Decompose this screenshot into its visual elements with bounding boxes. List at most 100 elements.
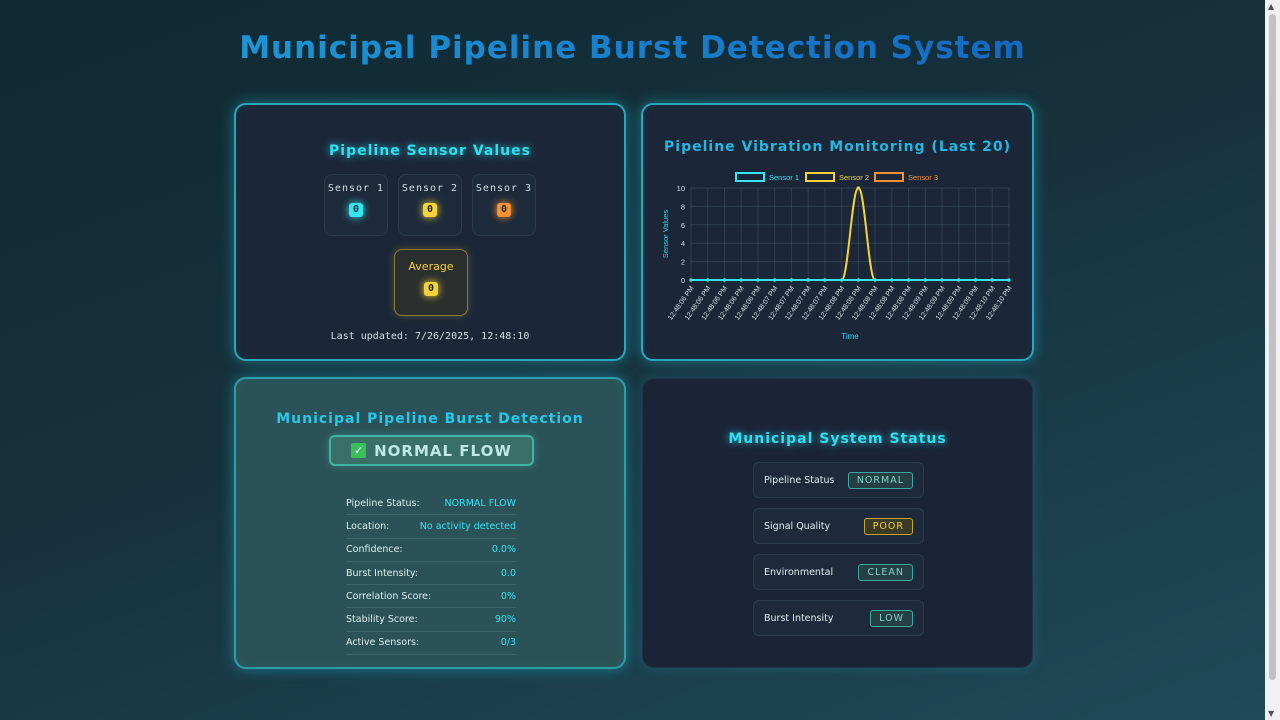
- detail-value: 0.0: [500, 567, 516, 579]
- data-point: [856, 186, 860, 190]
- flow-status-badge: ✓ NORMAL FLOW: [329, 435, 534, 466]
- detail-row: Confidence: 0.0%: [346, 539, 516, 562]
- y-tick-label: 2: [681, 258, 685, 267]
- status-badge-signal: POOR: [863, 517, 913, 535]
- detail-row: Burst Intensity: 0.0: [346, 562, 516, 586]
- detail-key: Stability Score:: [346, 614, 418, 626]
- status-badge-environmental: CLEAN: [858, 563, 913, 581]
- data-point: [856, 278, 860, 282]
- y-tick-label: 8: [681, 202, 685, 211]
- status-key-pipeline: Pipeline Status: [764, 474, 835, 486]
- sensor-2-label: Sensor 2: [401, 183, 459, 194]
- sensor-3-label: Sensor 3: [475, 183, 533, 194]
- detail-key: Confidence:: [346, 544, 403, 556]
- legend-label: Sensor 1: [769, 173, 799, 182]
- detail-row: Correlation Score: 0%: [346, 585, 516, 609]
- check-icon: ✓: [351, 443, 367, 458]
- sensor-row: Sensor 1 0 Sensor 2 0 Sensor 3 0: [236, 174, 624, 236]
- scroll-thumb[interactable]: [1269, 14, 1276, 680]
- burst-card-title: Municipal Pipeline Burst Detection: [276, 411, 584, 427]
- data-point: [739, 278, 743, 282]
- detail-value: 0%: [500, 590, 516, 602]
- data-point: [923, 278, 927, 282]
- status-row-pipeline: Pipeline Status NORMAL: [753, 462, 924, 498]
- legend-swatch: [874, 172, 904, 182]
- status-row-environmental: Environmental CLEAN: [753, 554, 924, 590]
- status-key-burst-intensity: Burst Intensity: [764, 612, 834, 624]
- detail-key: Active Sensors:: [346, 637, 420, 649]
- detail-key: Location:: [346, 520, 390, 532]
- legend-swatch: [735, 172, 765, 182]
- detail-key: Correlation Score:: [346, 590, 432, 602]
- sensor-1-box: Sensor 1 0: [324, 174, 388, 236]
- data-point: [756, 278, 760, 282]
- page-scrollbar[interactable]: ▲ ▼: [1265, 0, 1280, 720]
- detail-value: NORMAL FLOW: [444, 497, 516, 509]
- data-point: [957, 278, 961, 282]
- detail-value: 0.0%: [491, 544, 516, 556]
- data-point: [706, 278, 710, 282]
- data-point: [689, 278, 693, 282]
- y-tick-label: 4: [681, 239, 685, 248]
- data-point: [906, 278, 911, 282]
- average-box: Average 0: [394, 249, 468, 316]
- status-key-environmental: Environmental: [764, 566, 834, 578]
- status-list: Pipeline Status NORMAL Signal Quality PO…: [753, 462, 924, 646]
- series-line: [691, 186, 1009, 281]
- data-point: [806, 278, 810, 282]
- data-point: [990, 278, 994, 282]
- data-point: [823, 278, 827, 282]
- status-badge-pipeline: NORMAL: [847, 471, 913, 489]
- status-badge-burst-intensity: LOW: [870, 609, 913, 627]
- sensor-values-card: Pipeline Sensor Values Sensor 1 0 Sensor…: [234, 103, 626, 361]
- sensor-2-value: 0: [423, 203, 437, 217]
- detail-key: Pipeline Status:: [346, 497, 420, 509]
- status-key-signal: Signal Quality: [764, 520, 831, 532]
- sensor-values-title: Pipeline Sensor Values: [329, 143, 531, 159]
- sensor-2-box: Sensor 2 0: [398, 174, 462, 236]
- detail-key: Burst Intensity:: [346, 567, 418, 579]
- average-label: Average: [408, 260, 454, 273]
- data-point: [890, 278, 894, 282]
- y-tick-label: 10: [677, 184, 685, 193]
- system-status-title: Municipal System Status: [728, 431, 947, 447]
- last-updated: Last updated: 7/26/2025, 12:48:10: [330, 331, 530, 342]
- data-point: [973, 278, 978, 282]
- data-point: [773, 278, 777, 282]
- status-row-signal: Signal Quality POOR: [753, 508, 924, 544]
- detail-row: Active Sensors: 0/3: [346, 632, 516, 656]
- detail-row: Stability Score: 90%: [346, 608, 516, 632]
- data-point: [789, 278, 794, 282]
- burst-details: Pipeline Status: NORMAL FLOW Location: No a…: [346, 492, 516, 656]
- sensor-1-value: 0: [349, 203, 363, 217]
- sensor-3-box: Sensor 3 0: [472, 174, 536, 236]
- flow-status-text: NORMAL FLOW: [374, 441, 512, 460]
- detail-row: Location: No activity detected: [346, 515, 516, 539]
- x-axis-label: Time: [841, 332, 859, 341]
- page-title: Municipal Pipeline Burst Detection Syste…: [0, 30, 1265, 66]
- detail-value: 90%: [494, 614, 516, 626]
- status-row-burst-intensity: Burst Intensity LOW: [753, 600, 924, 636]
- detail-row: Pipeline Status: NORMAL FLOW: [346, 492, 516, 516]
- data-point: [940, 278, 944, 282]
- data-point: [1007, 278, 1011, 282]
- y-axis-label: Sensor Values: [661, 210, 670, 258]
- sensor-1-label: Sensor 1: [327, 183, 385, 194]
- data-point: [722, 278, 727, 282]
- data-point: [840, 278, 844, 282]
- chart-card-title: Pipeline Vibration Monitoring (Last 20): [664, 139, 1011, 155]
- y-tick-label: 6: [681, 221, 685, 230]
- scroll-up-icon[interactable]: ▲: [1268, 2, 1275, 11]
- sensor-3-value: 0: [497, 203, 511, 217]
- burst-detection-card: Municipal Pipeline Burst Detection ✓ NOR…: [234, 377, 626, 669]
- data-point: [873, 278, 877, 282]
- detail-value: 0/3: [500, 637, 516, 649]
- average-value: 0: [424, 282, 438, 296]
- detail-value: No activity detected: [419, 520, 516, 532]
- legend-swatch: [805, 172, 835, 182]
- legend-label: Sensor 3: [908, 173, 938, 182]
- vibration-chart-card: Pipeline Vibration Monitoring (Last 20) …: [641, 103, 1034, 361]
- system-status-card: Municipal System Status Pipeline Status …: [642, 378, 1033, 668]
- scroll-down-icon[interactable]: ▼: [1268, 709, 1275, 718]
